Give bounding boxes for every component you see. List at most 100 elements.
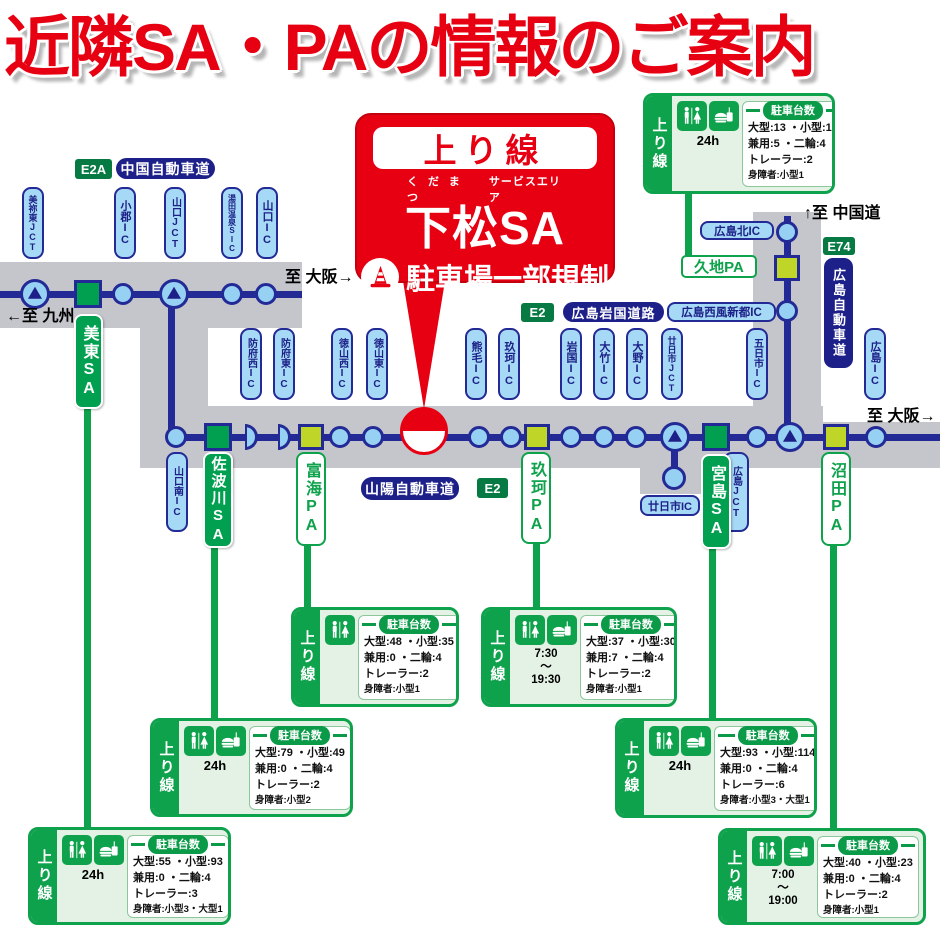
kudamatsu-sa-closed-node	[400, 407, 448, 455]
restaurant-icon	[216, 726, 246, 756]
ic-label-ogori: 小郡IC	[114, 187, 136, 259]
hours: 24h	[696, 133, 720, 148]
hiroshima-ic-node	[865, 426, 887, 448]
parking-count-title: 駐車台数	[269, 726, 330, 745]
ic-label-yamaguchi: 山口IC	[256, 187, 278, 259]
toilet-icon	[677, 101, 707, 131]
toilet-icon	[752, 836, 782, 866]
ic-label-yamaguchi-minami: 山口南IC	[166, 452, 188, 532]
lane-tab: 上り線	[484, 610, 510, 704]
restaurant-icon	[94, 835, 124, 865]
numata-pa-node	[823, 424, 849, 450]
info-box-sabagawa-sa: 上り線 24h 駐車台数 大型:79 ・小型:49 兼用:0 ・二輪:4 トレー…	[150, 718, 353, 817]
capacity-trailer: トレーラー:2	[586, 667, 651, 680]
tokuyama-higashi-ic-node	[362, 426, 384, 448]
ic-label-seifu-shinto: 広島西風新都IC	[667, 302, 776, 322]
kuchi-connector	[685, 193, 692, 256]
direction-to-kyushu: ←至 九州	[6, 308, 75, 325]
ic-label-kumage: 熊毛IC	[465, 328, 487, 400]
route-badge-e2a: E2A	[75, 159, 112, 179]
mito-connector	[84, 405, 91, 828]
capacity-handicap: 身障者:小型1	[748, 169, 804, 181]
yamaguchi-ic-node	[255, 283, 277, 305]
tonomi-pa-node	[298, 424, 324, 450]
capacity-combo-moto: 兼用:5 ・二輪:4	[748, 137, 826, 150]
ic-label-hatsukaichi: 廿日市IC	[640, 495, 700, 516]
tokuyama-nishi-ic-node	[329, 426, 351, 448]
hatsukaichi-stub-line	[671, 437, 678, 478]
hiroshima-expwy-line	[784, 216, 791, 437]
sa-label-mito: 美東SA	[74, 314, 103, 409]
capacity-trailer: トレーラー:6	[720, 778, 785, 791]
toilet-icon	[515, 615, 545, 645]
ic-label-bofu-higashi: 防府東IC	[273, 328, 295, 400]
miyajima-connector	[709, 546, 716, 719]
ic-label-itsukaichi: 五日市IC	[746, 328, 768, 400]
lane-tab: 上り線	[153, 721, 179, 814]
yamaguchi-minami-ic-node	[165, 426, 187, 448]
parking-count-title: 駐車台数	[838, 836, 898, 855]
sa-label-sabagawa: 佐波川SA	[203, 452, 233, 548]
kumage-ic-node	[468, 426, 490, 448]
ic-label-yamaguchi-jct: 山口JCT	[164, 187, 186, 259]
lane-tab: 上り線	[618, 721, 644, 815]
miyajima-sa-node	[702, 423, 730, 451]
capacity-trailer: トレーラー:2	[255, 778, 320, 791]
capacity-trailer: トレーラー:2	[364, 667, 429, 680]
info-box-kuga-pa: 上り線 7:30 〜 19:30 駐車台数 大型:37 ・小型:30 兼用:7 …	[481, 607, 677, 707]
ic-label-bofu-nishi: 防府西IC	[240, 328, 262, 400]
ic-label-yudaonsen-sic: 湯田温泉SIC	[221, 187, 243, 259]
parking-count-title: 駐車台数	[378, 615, 439, 634]
pa-label-tonomi: 富海PA	[296, 452, 326, 546]
route-badge-e74: E74	[823, 237, 855, 255]
pa-label-numata: 沼田PA	[821, 452, 851, 546]
toilet-icon	[184, 726, 214, 756]
hiroshima-kita-ic-node	[776, 221, 798, 243]
hours: 24h	[203, 758, 227, 773]
hours: 7:30 〜 19:30	[531, 648, 561, 687]
sanyo-road-line	[171, 434, 940, 441]
ic-label-hatsukaichi-jct: 廿日市JCT	[661, 328, 683, 400]
capacity-large-small: 大型:79 ・小型:49	[255, 747, 345, 759]
hatsukaichi-ic-node	[662, 466, 686, 490]
lane-tab: 上り線	[721, 831, 747, 922]
ono-ic-node	[625, 426, 647, 448]
callout-pointer	[403, 281, 445, 409]
yamaguchi-jct-node	[159, 279, 189, 309]
restaurant-icon	[709, 101, 739, 131]
hours: 7:00 〜 19:00	[768, 869, 798, 908]
info-box-tonomi-pa: 上り線 駐車台数 大型:48 ・小型:35 兼用:0 ・二輪:4 トレーラー:2…	[291, 607, 459, 707]
tonomi-connector	[304, 544, 311, 608]
toilet-icon	[62, 835, 92, 865]
capacity-combo-moto: 兼用:0 ・二輪:4	[133, 871, 211, 884]
capacity-combo-moto: 兼用:0 ・二輪:4	[364, 651, 442, 664]
capacity-combo-moto: 兼用:0 ・二輪:4	[255, 762, 333, 775]
sabagawa-connector	[211, 544, 218, 719]
kudamatsu-callout: 上り線 くだまつ サービスエリア 下松SA 駐車場一部規制	[355, 113, 615, 296]
lane-tab: 上り線	[31, 830, 57, 922]
capacity-handicap: 身障者:小型1	[586, 683, 642, 695]
sa-label-miyajima: 宮島SA	[701, 454, 731, 549]
capacity-combo-moto: 兼用:7 ・二輪:4	[586, 651, 664, 664]
capacity-handicap: 身障者:小型2	[255, 794, 311, 806]
pa-label-kuchi: 久地PA	[681, 255, 757, 278]
parking-count-title: 駐車台数	[737, 726, 798, 745]
ic-label-mine-higashi-jct: 美祢東JCT	[22, 187, 44, 259]
capacity-trailer: トレーラー:2	[748, 153, 813, 166]
mine-higashi-jct-node	[20, 279, 50, 309]
capacity-handicap: 身障者:小型1	[823, 904, 879, 916]
toilet-icon	[649, 726, 679, 756]
ic-label-iwakuni: 岩国IC	[560, 328, 582, 400]
ic-label-tokuyama-nishi: 徳山西IC	[331, 328, 353, 400]
hours: 24h	[668, 758, 692, 773]
info-box-mito-sa: 上り線 24h 駐車台数 大型:55 ・小型:93 兼用:0 ・二輪:4 トレー…	[28, 827, 231, 925]
toilet-icon	[325, 615, 355, 645]
ogori-ic-node	[112, 283, 134, 305]
kudamatsu-sa-name: 下松SA	[405, 202, 565, 254]
capacity-large-small: 大型:40 ・小型:23	[823, 857, 913, 869]
route-badge-e2-sanyo: E2	[477, 478, 508, 498]
parking-count-title: 駐車台数	[762, 101, 823, 120]
info-box-kuchi-pa: 上り線 24h 駐車台数 大型:13 ・小型:16 兼用:5 ・二輪:4 トレー…	[643, 93, 835, 194]
hiroshima-expwy-badge: 広島自動車道	[824, 258, 853, 368]
